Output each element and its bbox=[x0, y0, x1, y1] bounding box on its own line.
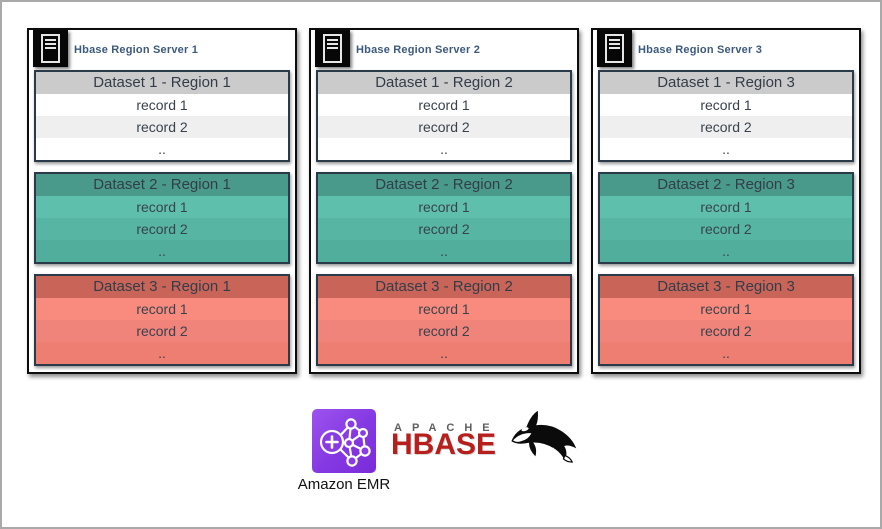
record-row: .. bbox=[600, 342, 852, 364]
dataset-table: Dataset 1 - Region 1 record 1 record 2 .… bbox=[34, 70, 290, 162]
record-row: .. bbox=[36, 240, 288, 262]
hbase-text: HBASE bbox=[391, 428, 497, 461]
server-rack-icon bbox=[597, 30, 632, 67]
record-row: record 1 bbox=[36, 94, 288, 116]
dataset-header: Dataset 1 - Region 3 bbox=[600, 72, 852, 94]
server-rack-icon bbox=[33, 30, 68, 67]
record-row: .. bbox=[36, 138, 288, 160]
region-server-box-2: Hbase Region Server 2 Dataset 1 - Region… bbox=[309, 28, 579, 374]
record-row: record 2 bbox=[36, 320, 288, 342]
record-row: .. bbox=[318, 240, 570, 262]
dataset-header: Dataset 3 - Region 1 bbox=[36, 276, 288, 298]
server-title: Hbase Region Server 2 bbox=[356, 44, 481, 56]
dataset-table: Dataset 2 - Region 3 record 1 record 2 .… bbox=[598, 172, 854, 264]
dataset-table: Dataset 2 - Region 2 record 1 record 2 .… bbox=[316, 172, 572, 264]
server-rack-icon bbox=[315, 30, 350, 67]
dataset-table: Dataset 3 - Region 3 record 1 record 2 .… bbox=[598, 274, 854, 366]
record-row: record 1 bbox=[600, 298, 852, 320]
dataset-table: Dataset 1 - Region 2 record 1 record 2 .… bbox=[316, 70, 572, 162]
record-row: record 1 bbox=[36, 196, 288, 218]
emr-label: Amazon EMR bbox=[297, 476, 391, 493]
record-row: record 1 bbox=[600, 94, 852, 116]
record-row: record 2 bbox=[600, 320, 852, 342]
dataset-header: Dataset 2 - Region 3 bbox=[600, 174, 852, 196]
region-server-box-3: Hbase Region Server 3 Dataset 1 - Region… bbox=[591, 28, 861, 374]
record-row: record 1 bbox=[318, 196, 570, 218]
record-row: record 2 bbox=[318, 320, 570, 342]
record-row: record 2 bbox=[318, 218, 570, 240]
dataset-header: Dataset 1 - Region 2 bbox=[318, 72, 570, 94]
emr-cluster-network-icon bbox=[319, 418, 371, 467]
dataset-header: Dataset 3 - Region 2 bbox=[318, 276, 570, 298]
server-title: Hbase Region Server 1 bbox=[74, 44, 199, 56]
dataset-table: Dataset 3 - Region 1 record 1 record 2 .… bbox=[34, 274, 290, 366]
dataset-header: Dataset 3 - Region 3 bbox=[600, 276, 852, 298]
dataset-table: Dataset 2 - Region 1 record 1 record 2 .… bbox=[34, 172, 290, 264]
region-server-box-1: Hbase Region Server 1 Dataset 1 - Region… bbox=[27, 28, 297, 374]
dataset-header: Dataset 2 - Region 1 bbox=[36, 174, 288, 196]
dataset-table: Dataset 3 - Region 2 record 1 record 2 .… bbox=[316, 274, 572, 366]
dataset-header: Dataset 2 - Region 2 bbox=[318, 174, 570, 196]
record-row: record 1 bbox=[318, 298, 570, 320]
record-row: record 2 bbox=[600, 116, 852, 138]
record-row: record 1 bbox=[36, 298, 288, 320]
record-row: .. bbox=[36, 342, 288, 364]
record-row: record 2 bbox=[36, 218, 288, 240]
record-row: .. bbox=[600, 240, 852, 262]
dataset-header: Dataset 1 - Region 1 bbox=[36, 72, 288, 94]
record-row: .. bbox=[318, 342, 570, 364]
record-row: record 2 bbox=[36, 116, 288, 138]
record-row: record 1 bbox=[318, 94, 570, 116]
dataset-table: Dataset 1 - Region 3 record 1 record 2 .… bbox=[598, 70, 854, 162]
record-row: record 2 bbox=[600, 218, 852, 240]
record-row: record 1 bbox=[600, 196, 852, 218]
apache-text: APACHE bbox=[394, 422, 500, 434]
record-row: .. bbox=[600, 138, 852, 160]
amazon-emr-logo bbox=[312, 409, 376, 473]
server-title: Hbase Region Server 3 bbox=[638, 44, 763, 56]
orca-whale-icon bbox=[505, 406, 585, 470]
record-row: record 2 bbox=[318, 116, 570, 138]
record-row: .. bbox=[318, 138, 570, 160]
